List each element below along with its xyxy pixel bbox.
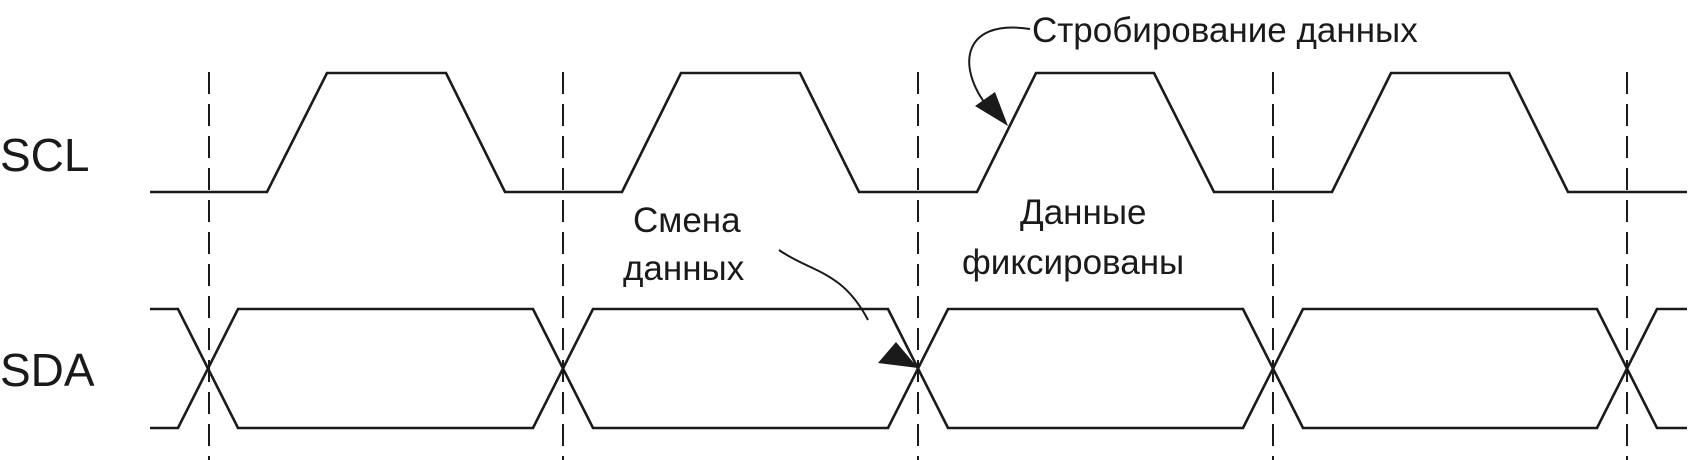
data-fixed-annotation-line2: фиксированы: [962, 243, 1184, 282]
data-change-leader-line: [778, 249, 869, 321]
data-fixed-annotation-line1: Данные: [1020, 193, 1146, 232]
scl-label: SCL: [0, 129, 89, 181]
data-change-annotation-line1: Смена: [633, 201, 741, 240]
strobe-leader-line: [968, 26, 1031, 113]
data-change-arrowhead: [878, 342, 918, 368]
sda-label: SDA: [0, 344, 95, 396]
strobe-arrowhead: [975, 92, 1008, 126]
strobe-annotation: Стробирование данных: [1032, 11, 1418, 50]
sda-waveform-low: [150, 307, 1687, 430]
data-change-annotation-line2: данных: [623, 249, 745, 288]
timing-guides: [208, 72, 1628, 460]
scl-waveform: [150, 71, 1687, 194]
